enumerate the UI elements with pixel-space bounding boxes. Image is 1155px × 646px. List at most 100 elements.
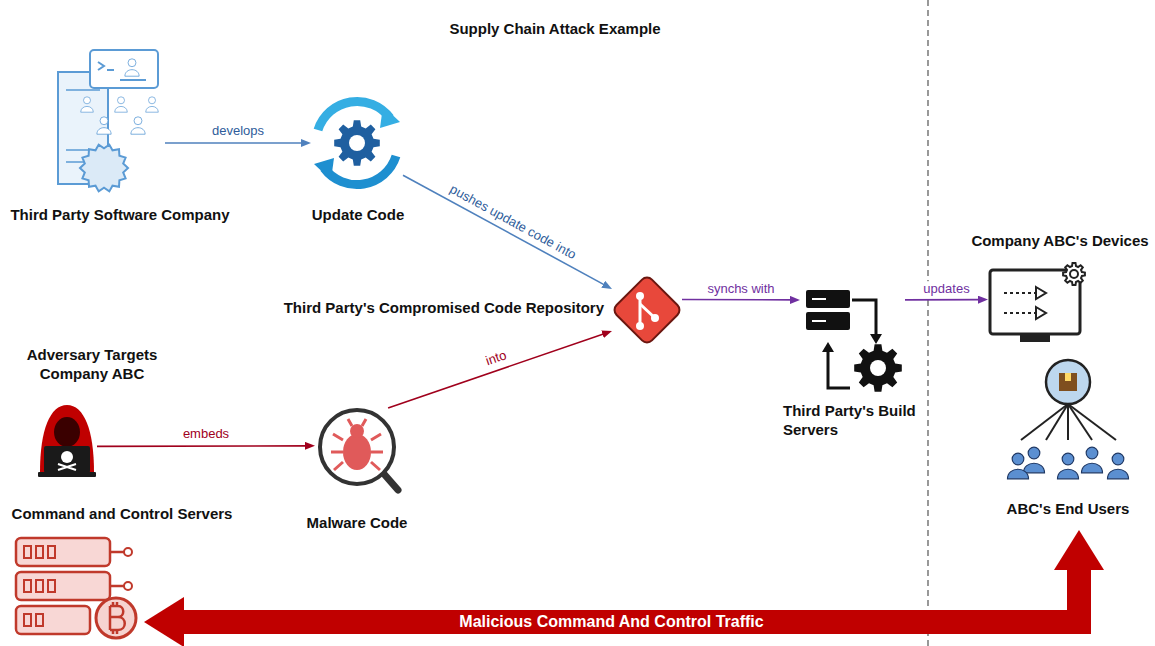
edge-label: synchs with <box>705 281 776 297</box>
repository-icon <box>639 296 642 326</box>
node-label: ABC's End Users <box>1007 500 1130 519</box>
users-icon <box>1068 404 1092 440</box>
hacker-icon <box>38 472 96 477</box>
icon-node: Command and Control Servers <box>12 533 144 643</box>
build-server-icon <box>806 312 850 330</box>
boundary-line <box>927 0 928 646</box>
company-icon <box>81 97 94 112</box>
device-icon <box>1036 287 1046 299</box>
malware-icon <box>320 410 394 484</box>
hacker-icon <box>44 446 90 473</box>
node-label: Malware Code <box>307 514 408 533</box>
build-server-icon <box>822 342 834 352</box>
server-icon <box>16 606 90 634</box>
server-icon <box>16 538 136 638</box>
diagram-title: Supply Chain Attack Example <box>449 20 660 37</box>
company-icon <box>90 50 158 88</box>
icon-node: Company ABC's Devices <box>988 266 1084 346</box>
node-label: Third Party Software Company <box>10 206 229 225</box>
company-icon <box>146 97 159 112</box>
edge-label: pushes update code into <box>446 180 581 263</box>
users-icon <box>1008 360 1129 479</box>
malware-icon <box>350 424 364 438</box>
build-server-icon <box>806 290 850 308</box>
malware-icon <box>320 410 398 490</box>
company-icon <box>98 62 114 70</box>
users-icon <box>1067 404 1069 440</box>
server-icon <box>124 582 132 590</box>
device-icon <box>1020 334 1050 342</box>
flow-arrow <box>403 175 607 286</box>
company-icon <box>125 59 139 76</box>
device-icon <box>1004 292 1036 294</box>
users-icon <box>1021 404 1068 440</box>
flow-arrow <box>97 445 309 447</box>
node-label: Command and Control Servers <box>12 505 233 524</box>
node-label: Company ABC's Devices <box>971 232 1148 251</box>
device-icon <box>1036 307 1046 319</box>
repository-icon <box>636 292 644 300</box>
build-server-icon <box>870 334 882 344</box>
users-icon <box>1024 447 1045 473</box>
device-icon <box>1070 270 1078 278</box>
users-icon <box>1059 373 1077 391</box>
build-server-icon <box>812 298 826 300</box>
server-icon <box>110 552 124 586</box>
malware-icon <box>343 434 371 470</box>
edge-label: into <box>482 347 511 370</box>
server-icon <box>110 602 125 634</box>
users-icon <box>1065 373 1071 381</box>
edge-label: embeds <box>181 426 231 442</box>
build-server-icon <box>806 290 902 392</box>
company-icon <box>97 117 111 134</box>
update-icon <box>314 101 400 184</box>
flow-arrow <box>388 333 606 408</box>
repository-icon <box>636 322 644 330</box>
repository-icon <box>612 275 683 346</box>
hacker-icon <box>40 405 94 472</box>
node-label: Third Party's Compromised Code Repositor… <box>284 299 604 318</box>
build-server-icon <box>828 350 850 388</box>
node-label: Adversary Targets Company ABC <box>2 346 182 384</box>
build-server-icon <box>812 320 826 322</box>
icon-node: Update Code <box>311 97 403 189</box>
flow-arrow <box>905 299 982 301</box>
device-icon <box>1063 263 1085 285</box>
icon-node: Third Party Software Company <box>50 45 165 195</box>
edge-label: develops <box>210 123 266 139</box>
flow-arrow <box>682 299 794 301</box>
update-icon <box>314 158 334 180</box>
node-label: Third Party's Build Servers <box>783 402 933 440</box>
icon-node: ABC's End Users <box>995 355 1135 530</box>
hacker-icon <box>54 417 80 447</box>
company-icon <box>66 89 100 91</box>
icon-node: Third Party's Build Servers <box>800 282 905 394</box>
icon-node: Third Party's Compromised Code Repositor… <box>612 275 682 345</box>
icon-node: Adversary Targets Company ABC <box>35 402 97 476</box>
device-icon <box>1004 312 1036 314</box>
company-icon <box>58 50 158 191</box>
icon-node: Malware Code <box>315 408 401 494</box>
users-icon <box>1108 453 1129 479</box>
flow-arrow <box>165 142 305 144</box>
build-server-icon <box>870 360 886 376</box>
users-icon <box>1058 453 1079 479</box>
malware-icon <box>384 474 398 490</box>
server-icon <box>96 598 136 638</box>
update-icon <box>349 135 365 151</box>
traffic-arrow <box>168 554 1079 622</box>
traffic-label: Malicious Command And Control Traffic <box>457 613 765 632</box>
update-icon <box>380 106 400 128</box>
server-icon <box>24 546 55 626</box>
malware-icon <box>331 419 383 470</box>
server-icon <box>124 548 132 556</box>
hacker-icon <box>38 405 96 477</box>
users-icon <box>1046 404 1068 440</box>
repository-icon <box>651 314 659 322</box>
build-server-icon <box>854 344 902 392</box>
users-icon <box>1046 360 1090 404</box>
company-icon <box>115 97 128 112</box>
company-icon <box>120 79 146 81</box>
edge-label: updates <box>921 281 971 297</box>
